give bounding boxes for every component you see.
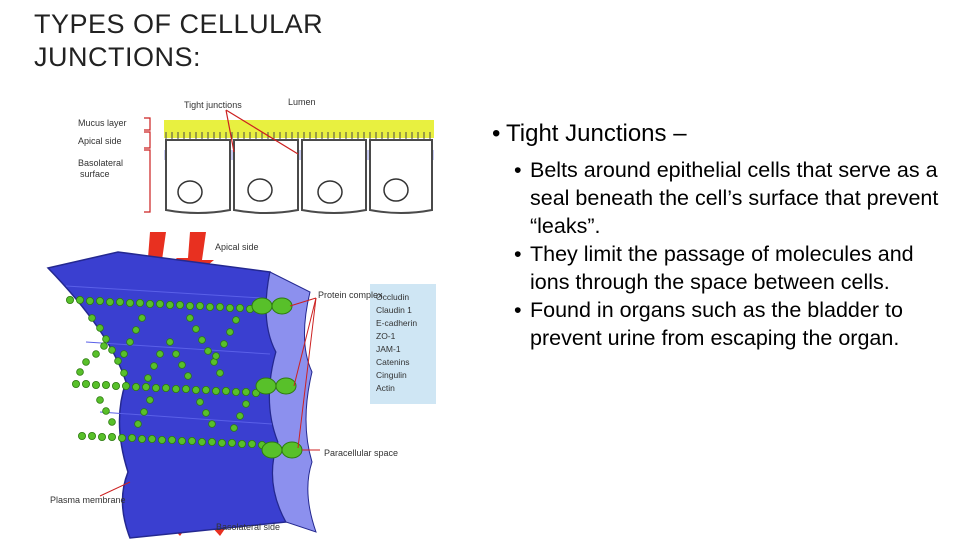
cell-1 (165, 139, 231, 214)
leader-lines (99, 297, 320, 497)
bullet-heading: • Tight Junctions – (492, 116, 954, 152)
slide-title-line-1: TYPES OF CELLULAR (34, 9, 324, 39)
bullet-dot: • (514, 242, 522, 266)
lumen-label: Lumen (288, 97, 316, 107)
protein-name: Cingulin (376, 370, 407, 380)
sub-bullet-item: • Belts around epithelial cells that serv… (514, 156, 954, 240)
cell-membrane-side (265, 271, 317, 533)
epithelial-layer-panel: Tight junctions Lumen Mucus layer Apical… (78, 97, 434, 214)
bullet-dot: • (514, 158, 522, 182)
tight-junctions-label: Tight junctions (184, 100, 242, 110)
protein-complex-label: Protein complex (318, 290, 383, 300)
plasma-membrane-label: Plasma membrane (50, 495, 126, 505)
sub-bullet-text: Belts around epithelial cells that serve… (530, 158, 939, 238)
paracellular-space-label: Paracellular space (324, 448, 398, 458)
epithelial-cells (165, 139, 433, 214)
protein-strands (65, 295, 266, 449)
sub-bullet-item: • Found in organs such as the bladder to … (514, 296, 954, 352)
protein-name: JAM-1 (376, 344, 401, 354)
protein-name: Catenins (376, 357, 410, 367)
cell-4 (369, 139, 433, 214)
sub-bullet-text: Found in organs such as the bladder to p… (530, 298, 903, 350)
tight-junction-diagram: Tight junctions Lumen Mucus layer Apical… (40, 92, 460, 540)
basolateral-label-line-2: surface (80, 169, 110, 179)
junction-protein-pairs (251, 297, 303, 459)
slide-title: TYPES OF CELLULAR JUNCTIONS: (34, 8, 323, 74)
apical-side-label: Apical side (215, 242, 259, 252)
sub-bullet-text: They limit the passage of molecules and … (530, 242, 914, 294)
protein-name: Claudin 1 (376, 305, 412, 315)
apical-side-top-label: Apical side (78, 136, 122, 146)
cell-nuclei (177, 178, 409, 204)
apical-microvilli (165, 132, 431, 140)
mucus-layer-label: Mucus layer (78, 118, 127, 128)
bullet-dot: • (514, 298, 522, 322)
top-panel-brackets (144, 109, 299, 213)
protein-legend-box (370, 284, 436, 404)
protein-name: Occludin (376, 292, 409, 302)
diagram-svg: Tight junctions Lumen Mucus layer Apical… (46, 97, 436, 539)
protein-name: Actin (376, 383, 395, 393)
cell-2 (233, 139, 299, 214)
sub-bullet-item: • They limit the passage of molecules and… (514, 240, 954, 296)
sub-bullet-list: • Belts around epithelial cells that serv… (492, 156, 954, 352)
protein-name: ZO-1 (376, 331, 396, 341)
membrane-folds (65, 285, 273, 425)
basolateral-side-label: Basolateral side (216, 522, 280, 532)
basolateral-label-line-1: Basolateral (78, 158, 123, 168)
bullet-content: • Tight Junctions – • Belts around epithe… (492, 116, 954, 352)
slide-title-line-2: JUNCTIONS: (34, 42, 201, 72)
bullet-dot: • (492, 120, 501, 147)
protein-name: E-cadherin (376, 318, 417, 328)
bullet-heading-text: Tight Junctions – (506, 120, 687, 147)
